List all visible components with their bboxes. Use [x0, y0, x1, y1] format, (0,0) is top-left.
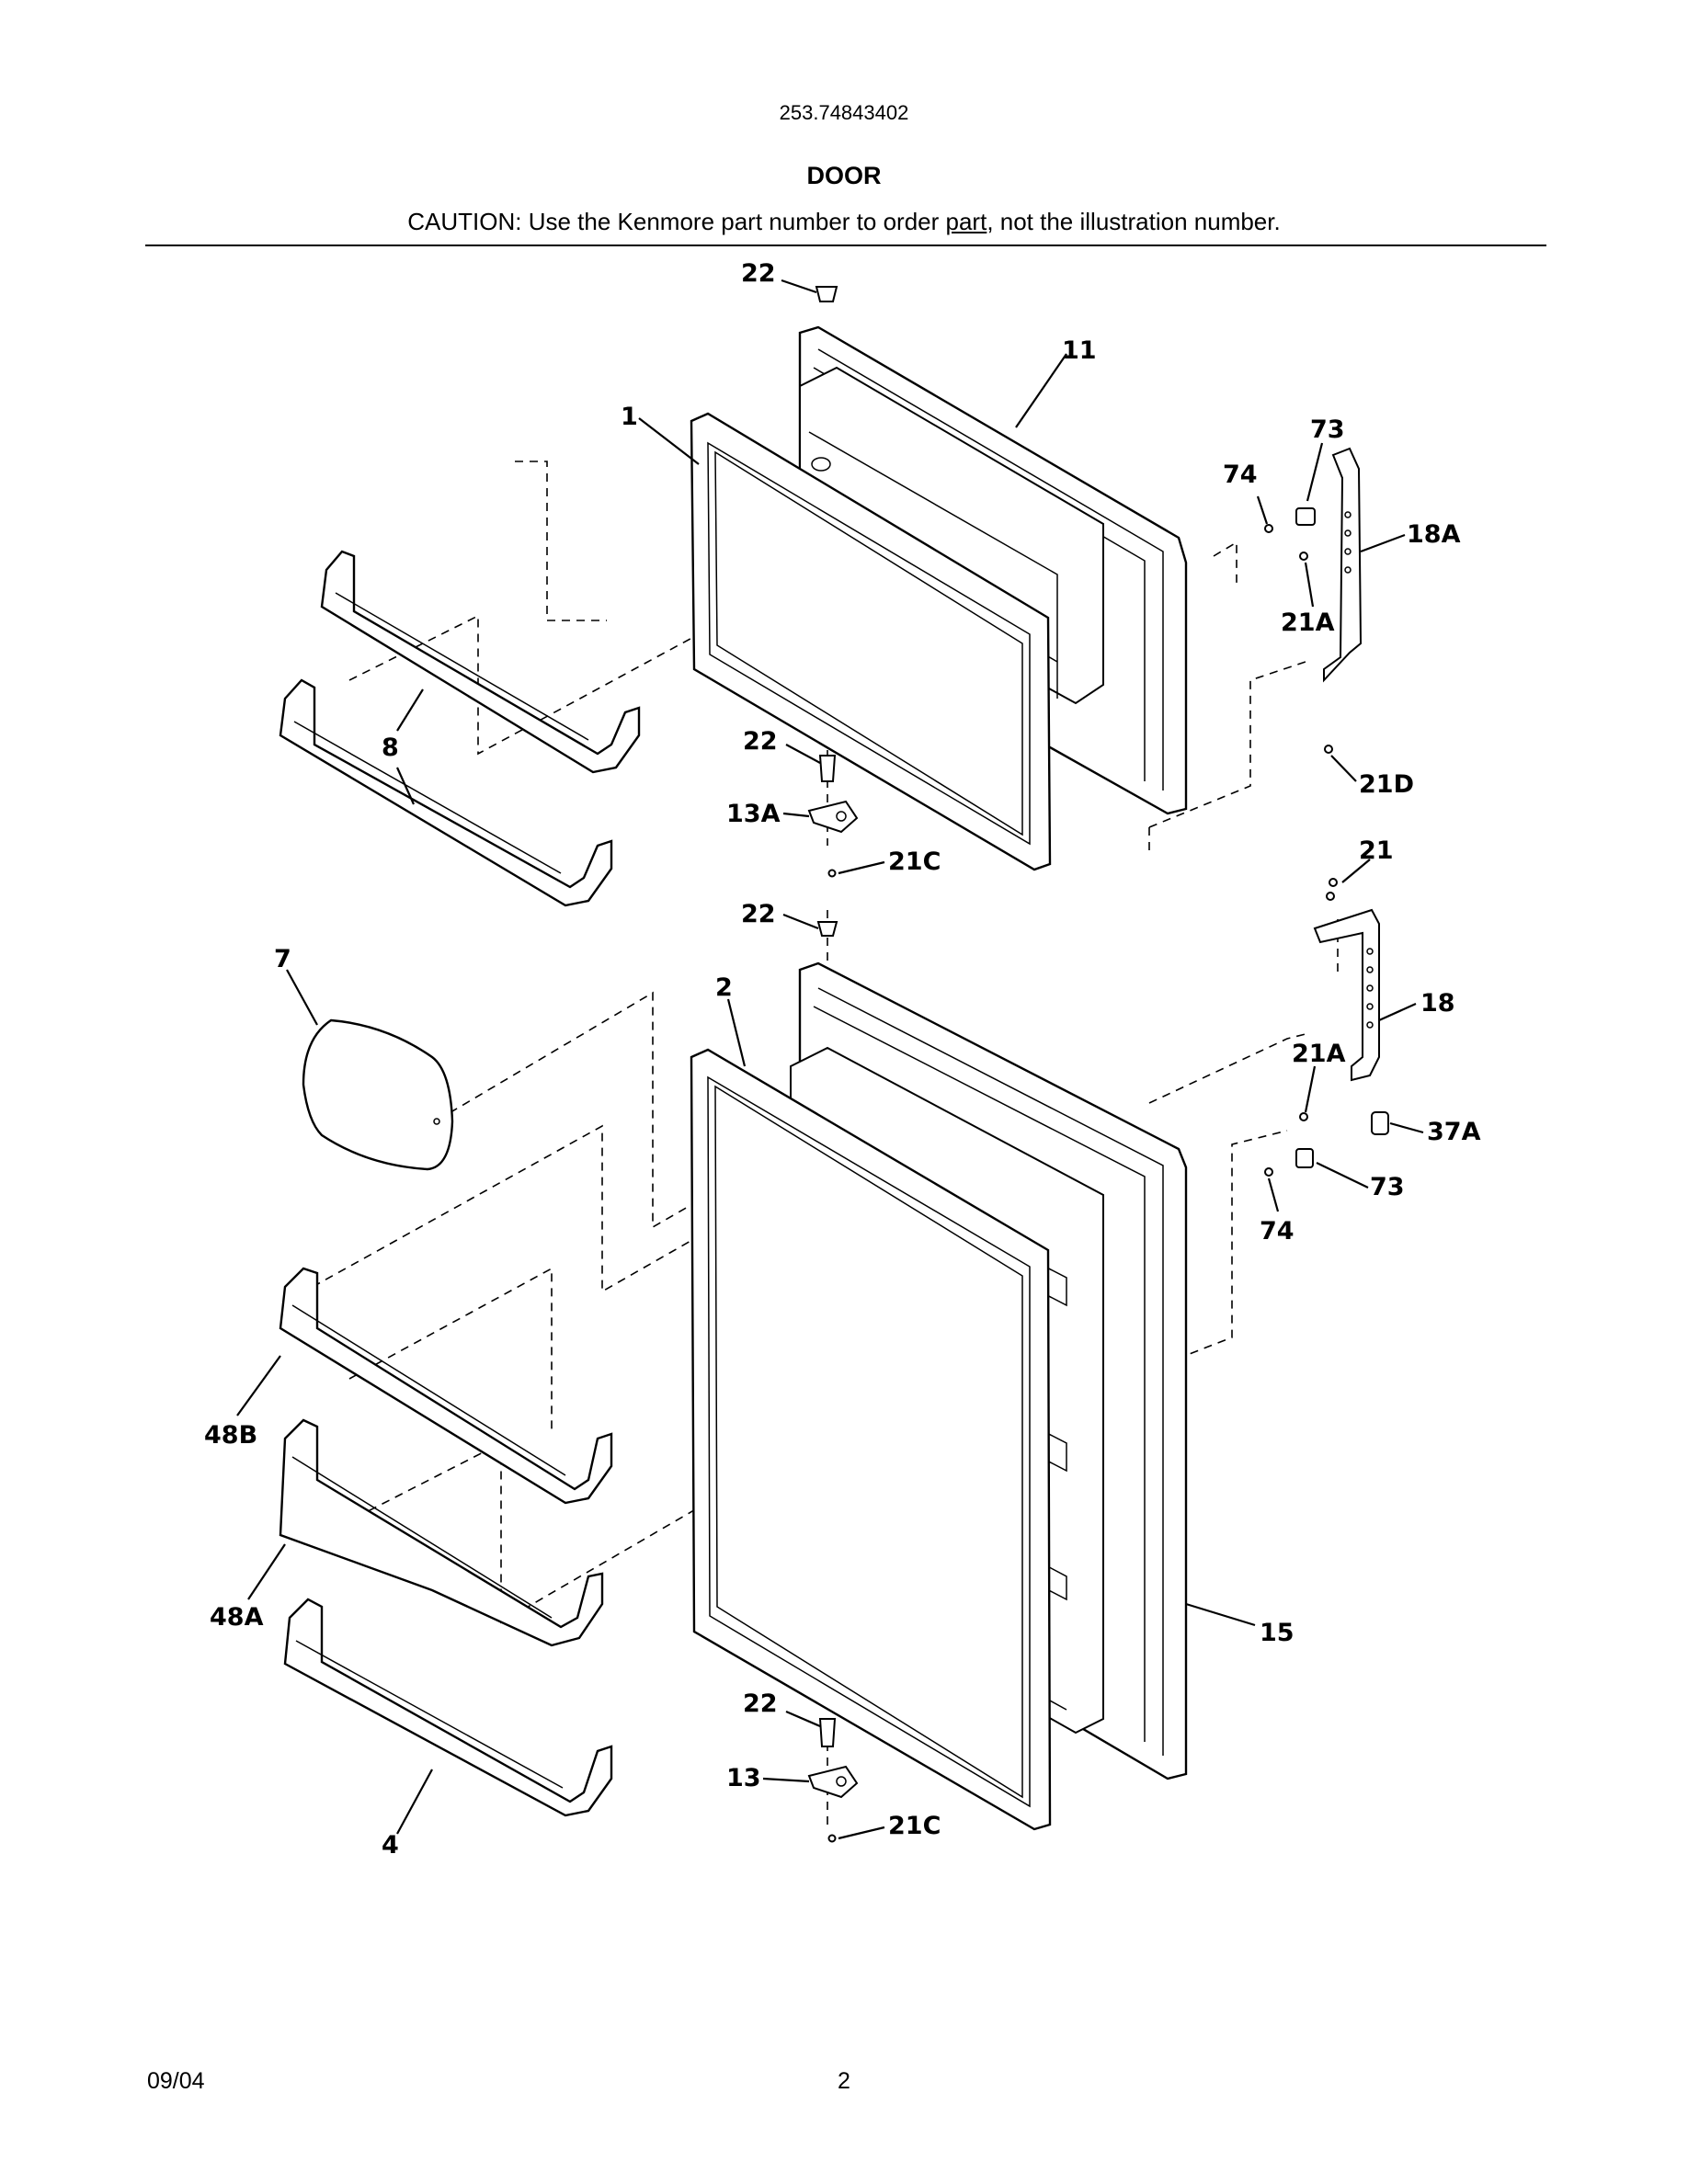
footer-page-number: 2 [838, 2068, 850, 2094]
caution-text-end: , not the illustration number. [987, 208, 1281, 235]
callout-74-bottom: 74 [1260, 1217, 1295, 1246]
cover-37A [1371, 1111, 1389, 1135]
hinge-plate-13A [807, 800, 859, 834]
callout-73-bottom: 73 [1370, 1173, 1405, 1201]
callout-48B: 48B [204, 1421, 257, 1450]
leader-lines [236, 279, 1424, 1840]
callout-22-a: 22 [743, 727, 778, 756]
callout-2: 2 [715, 973, 733, 1002]
freezer-shelf-8-lower [279, 678, 613, 907]
callout-21D: 21D [1359, 770, 1414, 799]
top-hinge-18A [1323, 447, 1363, 683]
callout-11: 11 [1062, 336, 1097, 365]
callout-4: 4 [382, 1831, 399, 1860]
callout-18: 18 [1420, 989, 1455, 1018]
caution-text-underlined: part [945, 208, 987, 235]
callout-21A-bottom: 21A [1292, 1040, 1346, 1068]
model-number: 253.74843402 [779, 101, 909, 124]
footer-date: 09/04 [147, 2068, 205, 2094]
screw-74-top [1264, 524, 1273, 533]
screw-74-bottom [1264, 1167, 1273, 1177]
callout-37A: 37A [1427, 1118, 1481, 1146]
callout-labels: 22 11 1 73 74 18A 21A 21D 8 22 13A 21C 2… [204, 259, 1481, 1860]
door-shelf-4 [283, 1598, 613, 1817]
callout-22-c: 22 [743, 1689, 778, 1718]
stop-73-top [1295, 507, 1316, 526]
callout-22-b: 22 [741, 900, 776, 928]
callout-73-top: 73 [1310, 415, 1345, 444]
bushing-22-b [816, 921, 838, 937]
fresh-food-gasket-2 [690, 1048, 1052, 1831]
callout-18A: 18A [1407, 520, 1461, 549]
callout-21A-top: 21A [1281, 609, 1335, 637]
callout-1: 1 [621, 403, 638, 431]
screw-21D [1324, 745, 1333, 754]
door-shelf-48A [279, 1418, 604, 1647]
caution-text-start: CAUTION: Use the Kenmore part number to … [407, 208, 946, 235]
stop-73-bottom [1295, 1148, 1314, 1168]
door-shelf-48B [279, 1267, 613, 1505]
screw-21A-bottom [1299, 1112, 1308, 1121]
callout-8: 8 [382, 734, 399, 762]
freezer-shelf-8-upper [320, 550, 641, 774]
screw-21 [1326, 878, 1338, 901]
callout-21C-top: 21C [888, 847, 941, 876]
freezer-gasket-1 [690, 412, 1052, 871]
callout-7: 7 [274, 945, 291, 973]
bushing-22-c [818, 1718, 837, 1747]
screw-21C-top [827, 869, 837, 878]
callout-13A: 13A [726, 800, 781, 828]
screw-21A-top [1299, 552, 1308, 561]
callout-21C-bottom: 21C [888, 1812, 941, 1840]
callout-48A: 48A [210, 1603, 264, 1632]
bushing-22-top [815, 286, 838, 302]
caution-note: CAUTION: Use the Kenmore part number to … [0, 208, 1688, 236]
screw-21C-bottom [827, 1834, 837, 1843]
callout-74-top: 74 [1223, 461, 1258, 489]
header-rule [145, 245, 1546, 246]
callout-15: 15 [1260, 1619, 1295, 1647]
dairy-cover-7 [302, 1018, 454, 1171]
callout-13: 13 [726, 1764, 761, 1792]
page-title: DOOR [806, 162, 882, 189]
middle-hinge-18 [1313, 908, 1380, 1082]
bushing-22-a [818, 755, 837, 782]
callout-21: 21 [1359, 836, 1394, 865]
hinge-plate-13 [807, 1765, 859, 1799]
callout-22-top: 22 [741, 259, 776, 288]
